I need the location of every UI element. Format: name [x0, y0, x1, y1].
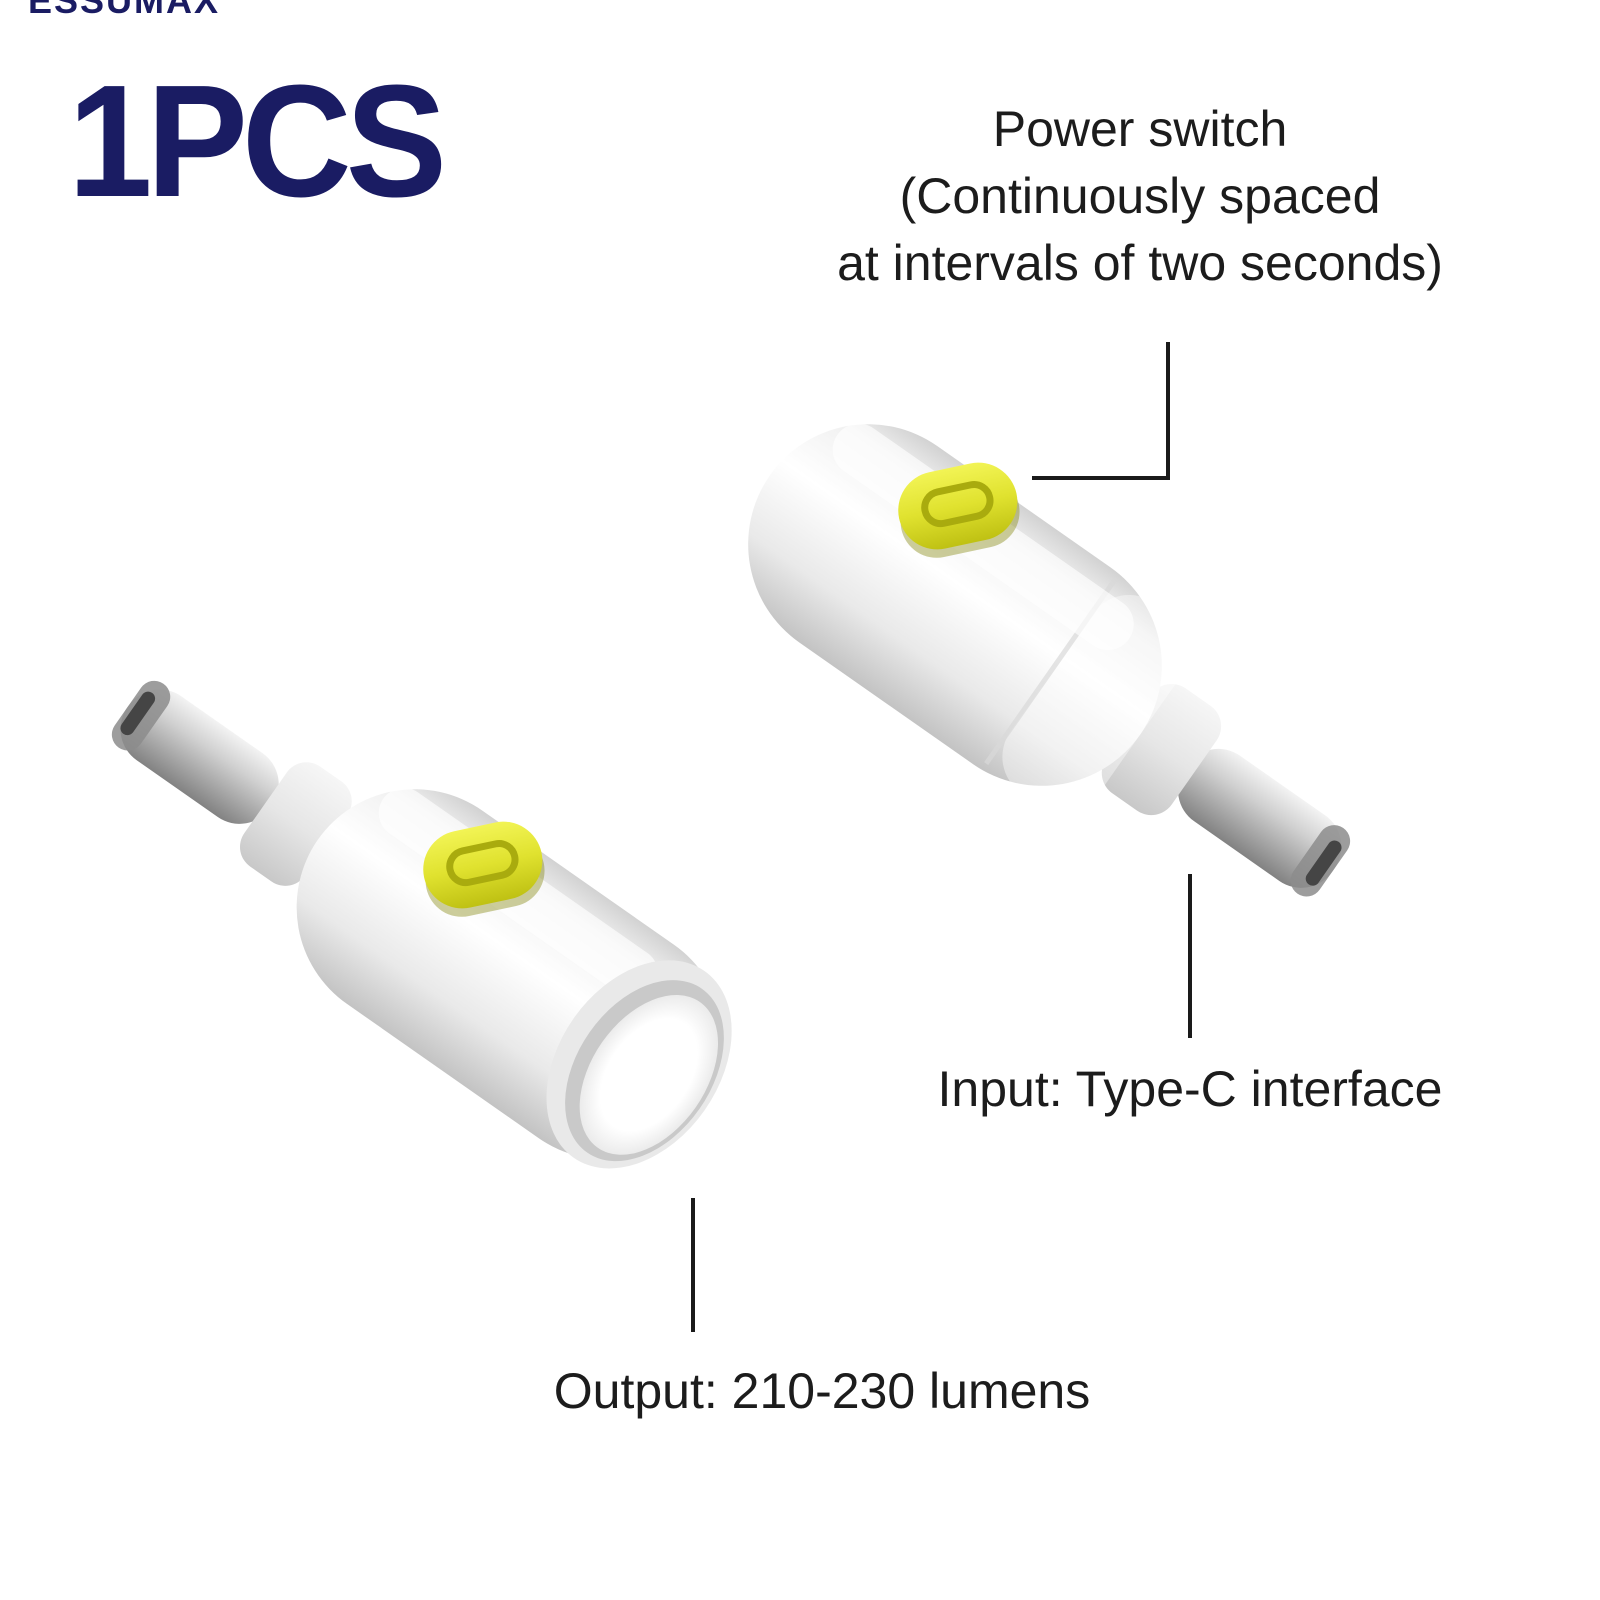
quantity-badge: 1PCS [68, 52, 447, 231]
frosted-tip [1002, 594, 1190, 813]
output-annotation: Output: 210-230 lumens [553, 1363, 1091, 1419]
power-switch-annotation: Power switch (Continuously spaced at int… [820, 96, 1460, 297]
power-switch-button-left [423, 821, 545, 917]
power-switch-annotation-line3: at intervals of two seconds) [837, 235, 1443, 291]
lens-light-output [579, 994, 719, 1155]
connector-neck-left [239, 762, 352, 886]
input-annotation: Input: Type-C interface [937, 1061, 1443, 1117]
power-switch-callout-line [1032, 342, 1170, 480]
type-c-connector-left [111, 680, 279, 824]
flashlight-body [748, 424, 1162, 786]
type-c-connector [1177, 748, 1351, 897]
power-switch-annotation-line2: (Continuously spaced [899, 168, 1381, 224]
brand-watermark: ESSUMAX [28, 0, 221, 21]
power-switch-button [898, 462, 1020, 558]
flashlight-connector-view [748, 423, 1351, 897]
connector-neck [1101, 683, 1222, 816]
flashlight-lens-view [111, 680, 732, 1169]
power-switch-annotation-line1: Power switch [992, 101, 1288, 157]
